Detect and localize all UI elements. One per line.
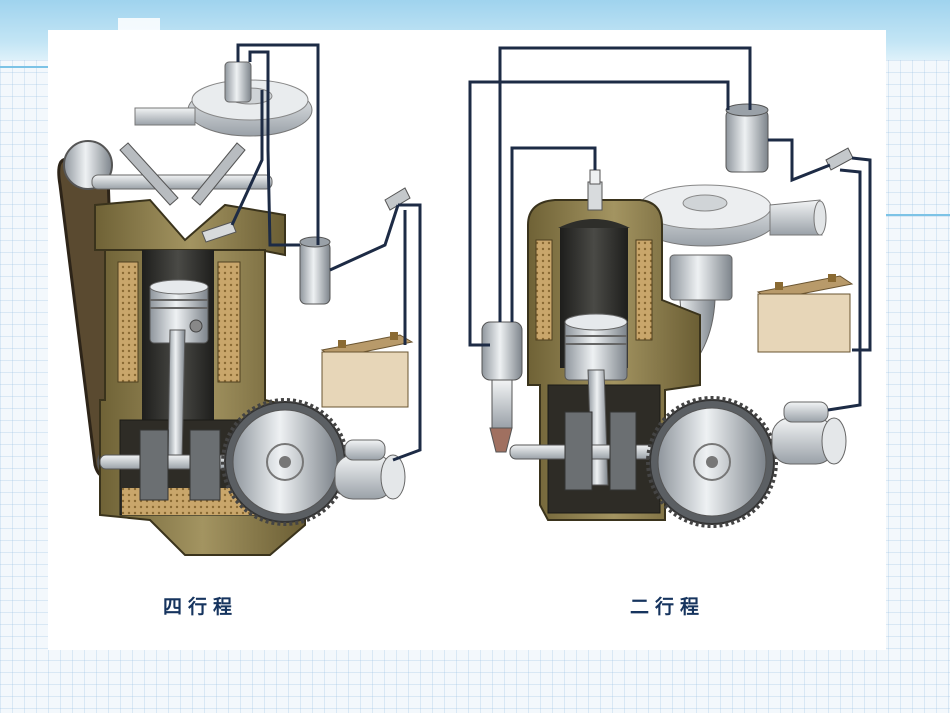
connecting-rod	[167, 329, 186, 461]
accent-line-right	[886, 214, 950, 216]
piston-crown	[149, 279, 209, 295]
distributor	[481, 321, 523, 453]
battery	[756, 274, 854, 353]
air-filter	[632, 184, 827, 247]
ignition-coil	[299, 236, 331, 305]
ignition-switch	[825, 147, 854, 171]
water-jacket-right	[217, 261, 241, 383]
accent-line-left	[0, 66, 48, 68]
spark-plug	[587, 169, 603, 211]
ignition-coil	[725, 103, 769, 173]
camshaft	[91, 174, 273, 190]
distributor	[384, 187, 411, 211]
water-jacket-right	[635, 239, 653, 341]
ignition-wiring	[230, 43, 422, 462]
starter-motor	[334, 439, 406, 500]
spark-plug	[201, 221, 237, 243]
ignition-wiring	[468, 46, 872, 412]
exhaust-valve	[191, 142, 246, 206]
two-stroke-engine	[468, 46, 872, 528]
two-stroke-label: 二行程	[630, 596, 706, 618]
header-tab-mark	[118, 18, 160, 32]
intake-valve	[119, 142, 179, 206]
intake-pipe	[134, 107, 196, 126]
carburetor	[224, 61, 252, 103]
water-jacket-left	[535, 239, 553, 341]
crank-web-right	[189, 429, 221, 501]
crank-web-left	[139, 429, 169, 501]
four-stroke-engine	[57, 43, 422, 556]
flywheel	[646, 396, 778, 528]
starter-motor	[771, 401, 847, 465]
flywheel	[221, 398, 349, 526]
four-stroke-label: 四行程	[163, 596, 239, 618]
water-jacket-left	[117, 261, 139, 383]
piston-crown	[564, 313, 628, 331]
battery	[320, 332, 414, 408]
